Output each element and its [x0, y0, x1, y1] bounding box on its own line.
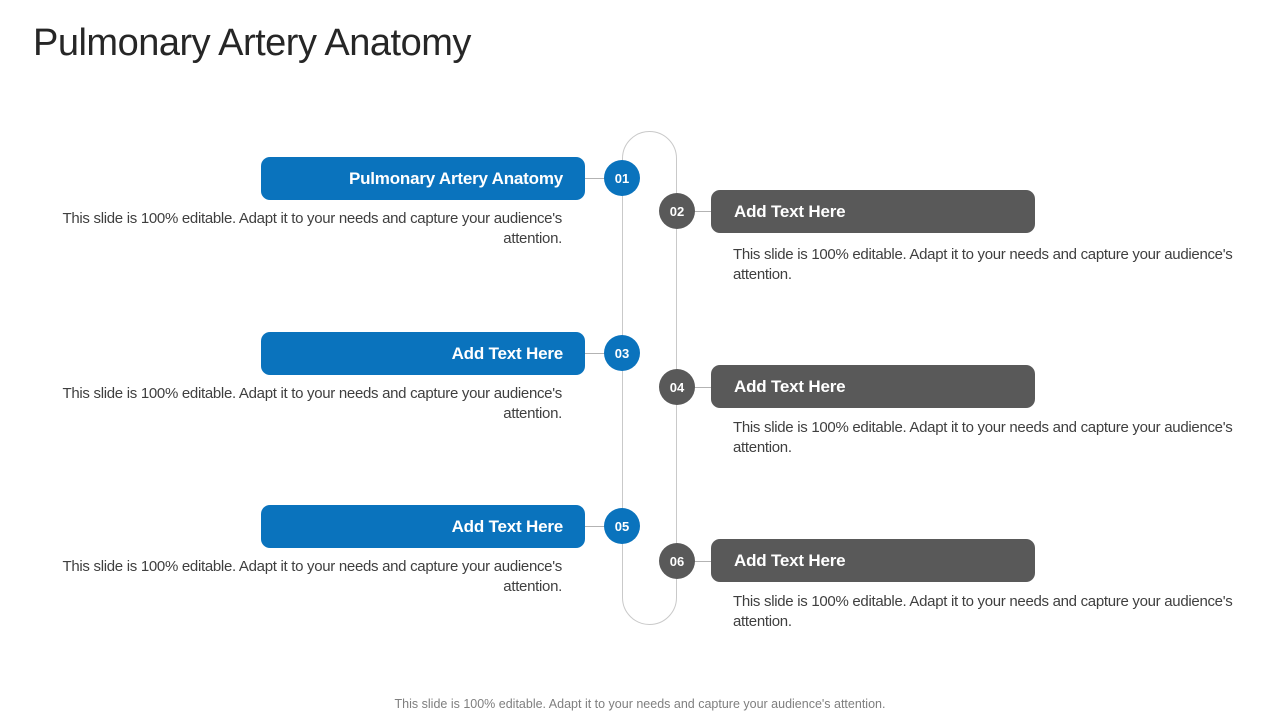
step-02-description: This slide is 100% editable. Adapt it to…	[733, 246, 1233, 283]
step-01-description: This slide is 100% editable. Adapt it to…	[62, 210, 563, 247]
step-01-label-box: Pulmonary Artery Anatomy	[261, 157, 585, 200]
step-03-label-box: Add Text Here	[261, 332, 585, 375]
connector-line	[692, 561, 712, 562]
step-06-description: This slide is 100% editable. Adapt it to…	[733, 593, 1233, 630]
connector-line	[585, 178, 607, 179]
step-05-number: 05	[614, 518, 630, 534]
slide-footer-note: This slide is 100% editable. Adapt it to…	[394, 697, 886, 711]
step-05-number-badge: 05	[604, 508, 640, 544]
step-01-label: Pulmonary Artery Anatomy	[348, 168, 563, 188]
step-03-number-badge: 03	[604, 335, 640, 371]
step-02-label: Add Text Here	[734, 201, 846, 221]
step-05-description: This slide is 100% editable. Adapt it to…	[62, 558, 563, 595]
slide-title: Pulmonary Artery Anatomy	[33, 22, 471, 64]
connector-line	[585, 353, 607, 354]
step-03-number: 03	[614, 345, 630, 361]
step-02-number-badge: 02	[659, 193, 695, 229]
step-04-label: Add Text Here	[734, 376, 846, 396]
step-01-number-badge: 01	[604, 160, 640, 196]
step-04-number: 04	[669, 379, 685, 395]
step-06-label: Add Text Here	[734, 550, 846, 570]
connector-line	[692, 387, 712, 388]
connector-line	[692, 211, 712, 212]
step-06-label-box: Add Text Here	[711, 539, 1035, 582]
step-01-number: 01	[614, 170, 630, 186]
step-02-number: 02	[669, 203, 685, 219]
step-02-label-box: Add Text Here	[711, 190, 1035, 233]
step-05-label-box: Add Text Here	[261, 505, 585, 548]
step-06-number-badge: 06	[659, 543, 695, 579]
step-06-number: 06	[669, 553, 685, 569]
step-04-description: This slide is 100% editable. Adapt it to…	[733, 419, 1233, 456]
connector-line	[585, 526, 607, 527]
step-04-number-badge: 04	[659, 369, 695, 405]
step-03-label: Add Text Here	[451, 343, 564, 363]
step-05-label: Add Text Here	[451, 516, 564, 536]
step-04-label-box: Add Text Here	[711, 365, 1035, 408]
step-03-description: This slide is 100% editable. Adapt it to…	[62, 385, 563, 422]
